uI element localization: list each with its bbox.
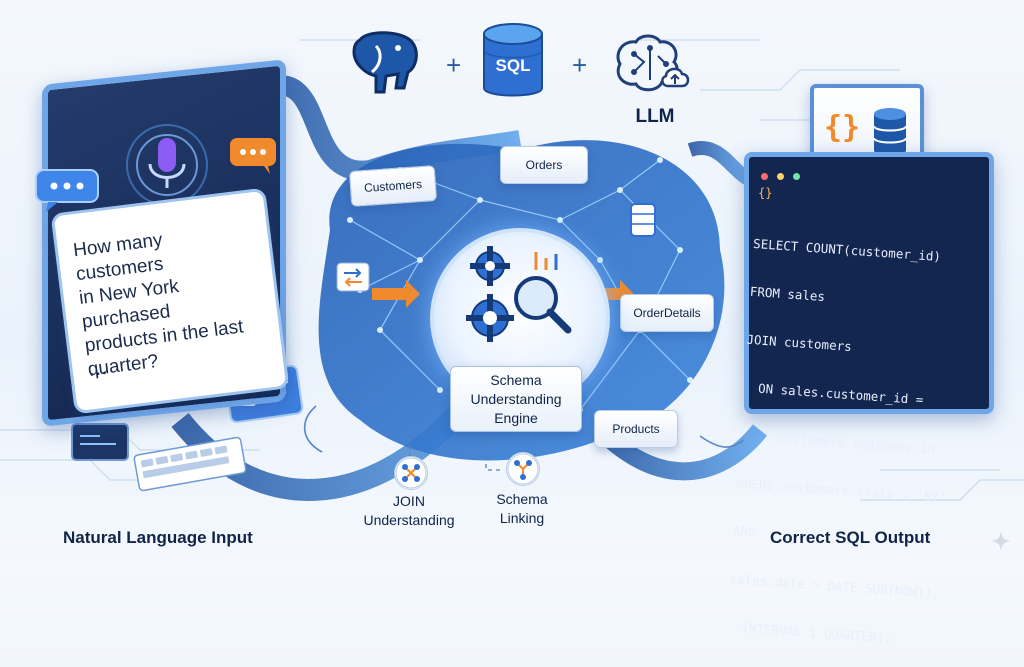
code-line: SELECT COUNT(customer_id) [752,235,942,265]
swap-icon [336,262,370,292]
join-icon [394,456,428,490]
brain-icon [616,34,690,92]
sparkle-icon [991,531,1011,551]
output-monitor [744,152,994,414]
link-icon [506,452,540,486]
maximize-dot-icon [793,173,801,180]
engine-label: Engine [494,410,538,426]
output-label: Correct SQL Output [770,528,931,547]
chat-bubble-icon [230,138,276,174]
schema-linking-label: Schema Linking [472,490,572,528]
table-node-orderdetails: OrderDetails [620,294,714,332]
table-node-orders: Orders [500,146,588,184]
engine-label: Schema [490,372,542,388]
database-icon [483,23,543,97]
code-line: FROM sales [749,283,826,305]
window-controls [761,165,801,184]
code-line: customers.customer_id [739,427,936,457]
braces-icon: {} [824,110,861,145]
table-node-products: Products [594,410,678,448]
code-braces-icon: {} [758,186,773,200]
database-icon [873,108,907,156]
sql-label: SQL [495,56,531,75]
chat-bubble-icon [35,169,99,212]
close-dot-icon [761,173,768,180]
table-node-customers: Customers [348,165,438,207]
linking-label-line: Linking [499,510,545,526]
input-label: Natural Language Input [63,528,253,547]
schema-understanding-engine: Schema Understanding Engine [450,366,582,432]
llm-label: LLM [635,106,675,127]
engine-label: Understanding [470,391,562,407]
linking-label-line: Schema [496,491,548,507]
join-understanding-label: JOIN Understanding [344,492,474,530]
code-line: sales.date > DATE_SUB(NOW(), [729,571,941,601]
code-line: WHERE customers.state = 'NY' [735,475,948,505]
elephant-icon [352,31,418,94]
code-line: INTERVAL 1 QUARTER); [725,618,893,646]
plus-sign: + [446,50,462,80]
minimize-dot-icon [777,173,785,180]
join-label-line: Understanding [363,512,455,528]
code-line: ON sales.customer_id = [742,379,924,408]
question-ellipsis: ... [86,354,109,382]
database-icon [630,203,656,237]
plus-sign: + [572,50,588,80]
gears-icon [466,246,572,342]
sql-code-block: SELECT COUNT(customer_id) FROM sales JOI… [725,204,986,667]
join-label-line: JOIN [393,493,425,509]
code-line: JOIN customers [746,331,853,355]
